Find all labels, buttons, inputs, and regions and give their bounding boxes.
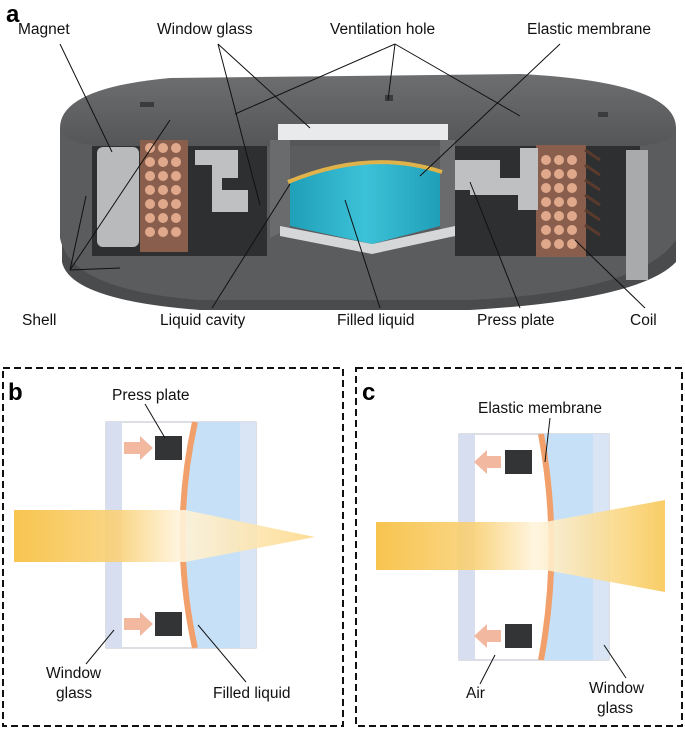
panel-c-frame <box>355 367 683 727</box>
press-plate-left <box>195 150 248 212</box>
panel-c-leader-lines <box>479 417 627 685</box>
top-slot-left <box>140 102 154 107</box>
label-elastic-membrane: Elastic membrane <box>527 21 651 38</box>
panel-a-leader-lines <box>59 43 646 309</box>
top-slot-right <box>598 112 608 117</box>
arrow-right-icon <box>124 612 153 636</box>
label-b-window-glass-line1: Window <box>46 665 102 682</box>
light-beam-c <box>376 500 665 592</box>
cavity-wall-right <box>440 140 455 238</box>
press-plate-top-b <box>155 436 182 460</box>
panel-label-b: b <box>8 379 23 406</box>
label-magnet: Magnet <box>18 21 70 38</box>
press-plate-bottom-c <box>505 624 532 648</box>
arrow-left-icon <box>474 624 501 648</box>
label-b-filled-liquid: Filled liquid <box>213 685 291 702</box>
coil-right <box>536 145 601 257</box>
panel-label-c: c <box>362 379 375 406</box>
label-c-elastic-membrane: Elastic membrane <box>478 400 602 417</box>
magnet-left <box>97 147 139 247</box>
press-plate-right <box>455 148 538 210</box>
press-plate-top-c <box>505 450 532 474</box>
window-glass-top <box>278 124 448 140</box>
label-b-window-glass-line2: glass <box>56 685 92 702</box>
label-ventilation-hole: Ventilation hole <box>330 21 435 38</box>
filled-liquid <box>290 163 440 244</box>
label-filled-liquid: Filled liquid <box>337 312 415 329</box>
arrow-right-icon <box>124 436 153 460</box>
panel-c-lens <box>376 433 665 661</box>
label-b-press-plate: Press plate <box>112 387 190 404</box>
label-c-window-glass-line1: Window <box>589 680 645 697</box>
magnet-right <box>626 150 648 280</box>
light-beam-b <box>14 510 315 562</box>
cavity-wall-left <box>270 140 290 238</box>
label-shell: Shell <box>22 312 56 329</box>
label-coil: Coil <box>630 312 657 329</box>
panel-b-leader-lines <box>85 403 247 683</box>
panel-b-frame <box>2 367 344 727</box>
window-glass-bottom <box>280 226 455 254</box>
panel-a-device <box>60 74 676 310</box>
arrow-left-icon <box>474 450 501 474</box>
label-c-window-glass-line2: glass <box>597 700 633 717</box>
label-window-glass: Window glass <box>157 21 253 38</box>
ventilation-hole <box>385 95 393 101</box>
label-liquid-cavity: Liquid cavity <box>160 312 246 329</box>
label-c-air: Air <box>466 685 485 702</box>
panel-b-lens <box>14 421 315 649</box>
housing-top <box>60 74 676 146</box>
panel-label-a: a <box>6 1 20 28</box>
coil-left <box>140 140 188 252</box>
press-plate-bottom-b <box>155 612 182 636</box>
elastic-membrane <box>287 160 443 184</box>
label-press-plate: Press plate <box>477 312 555 329</box>
